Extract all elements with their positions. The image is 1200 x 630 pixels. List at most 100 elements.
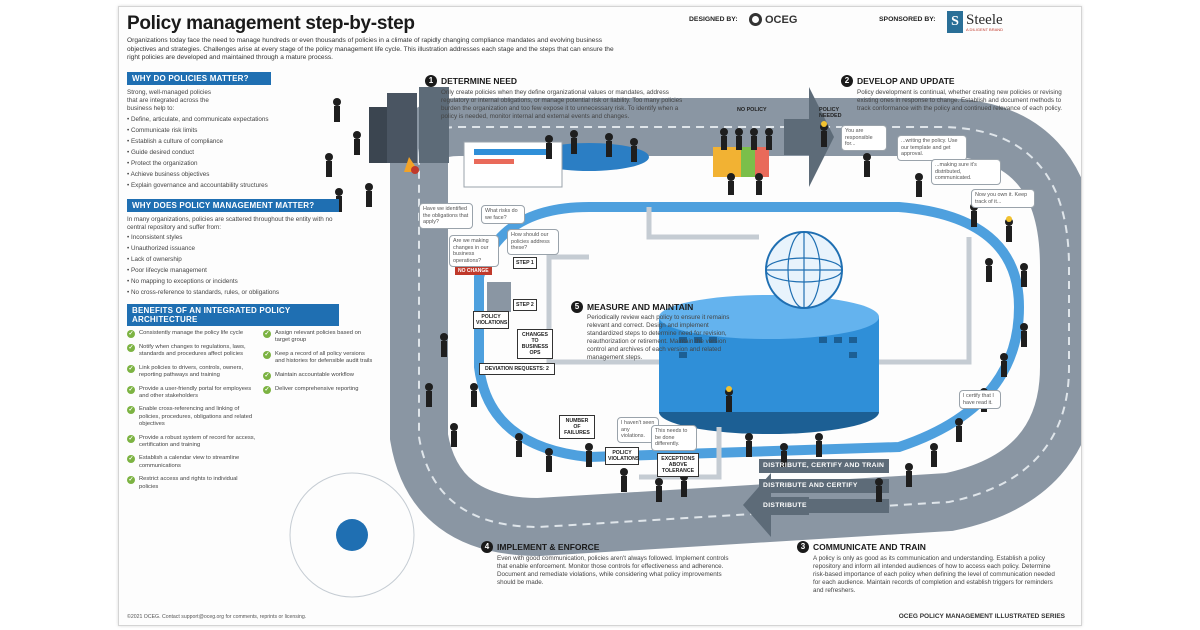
benefits-grid: ✓Consistently manage the policy life cyc… [127, 330, 372, 497]
benefit-text: Link policies to drivers, controls, owne… [139, 364, 244, 379]
page-title: Policy management step-by-step [127, 13, 415, 34]
lane-2 [759, 479, 889, 493]
lane-1 [759, 459, 889, 473]
step-2-title: DEVELOP AND UPDATE [857, 76, 955, 86]
why-policies-intro: Strong, well-managed policies that are i… [127, 89, 212, 113]
architecture-wheel [289, 472, 415, 598]
step-3-text: A policy is only as good as its communic… [813, 555, 1055, 595]
benefit-text: Maintain accountable workflow [275, 371, 354, 378]
no-change-tag: NO CHANGE [455, 267, 492, 275]
benefit-item: ✓Assign relevant policies based on targe… [263, 330, 373, 345]
changes-business-ops-sign: CHANGES TO BUSINESS OPS [517, 329, 553, 359]
why-management-item: Lack of ownership [127, 256, 339, 263]
why-policies-item: Guide desired conduct [127, 149, 339, 156]
benefit-text: Assign relevant policies based on target… [275, 330, 362, 344]
benefit-item: ✓ Provide a robust system of record for a… [127, 434, 257, 450]
oceg-wordmark: OCEG [765, 13, 798, 26]
footer-series: OCEG POLICY MANAGEMENT ILLUSTRATED SERIE… [898, 613, 1065, 620]
benefit-text: Establish a calendar view to streamline … [139, 455, 240, 469]
step-4-number: 4 [481, 541, 493, 553]
benefit-text: Provide a robust system of record for ac… [139, 434, 256, 449]
server-racks [369, 87, 449, 163]
hub-windows [679, 337, 857, 358]
check-icon: ✓ [127, 406, 135, 415]
step-4-text: Even with good communication, policies a… [497, 555, 729, 587]
exceptions-sign: EXCEPTIONS ABOVE TOLERANCE [657, 453, 699, 477]
bubble-distributed: ...making sure it's distributed, communi… [931, 159, 1001, 185]
bubble-own-it: Now you own it. Keep track of it... [971, 189, 1035, 209]
pipes [546, 207, 972, 480]
check-icon: ✓ [127, 385, 135, 394]
benefit-item: ✓ Deliver comprehensive reporting [263, 385, 373, 394]
check-icon: ✓ [263, 350, 271, 359]
step-3-title: COMMUNICATE AND TRAIN [813, 542, 926, 552]
why-management-item: No mapping to exceptions or incidents [127, 278, 339, 285]
benefit-text: Deliver comprehensive reporting [275, 385, 359, 392]
why-management-item: No cross-reference to standards, rules, … [127, 289, 339, 296]
benefit-item: ✓Enable cross-referencing and linking of… [127, 406, 257, 428]
server-stack [487, 282, 511, 312]
check-icon: ✓ [127, 476, 135, 485]
footer-copyright: ©2021 OCEG. Contact support@oceg.org for… [127, 614, 307, 620]
benefit-item: ✓Restrict access and rights to individua… [127, 476, 257, 491]
left-column: WHY DO POLICIES MATTER? Strong, well-man… [127, 72, 372, 497]
step-4-heading: 4 IMPLEMENT & ENFORCE [481, 541, 599, 553]
step-1-number: 1 [425, 75, 437, 87]
intro-paragraph: Organizations today face the need to man… [127, 37, 614, 62]
benefit-item: ✓ Provide a user-friendly portal for empl… [127, 385, 257, 401]
why-management-list: Inconsistent stylesUnauthorized issuance… [127, 234, 339, 296]
lane-label-distribute-certify-train: DISTRIBUTE, CERTIFY AND TRAIN [763, 462, 885, 469]
no-policy-tag: NO POLICY [737, 107, 767, 113]
step-5-title: MEASURE AND MAINTAIN [587, 302, 694, 312]
number-of-failures-sign: NUMBER OF FAILURES [559, 415, 595, 439]
lane-label-distribute: DISTRIBUTE [763, 502, 807, 509]
check-icon: ✓ [127, 434, 135, 443]
benefit-text: Keep a record of all policy versions and… [275, 350, 373, 365]
benefit-item: ✓Notify when changes to regulations, law… [127, 344, 257, 359]
why-policies-item: Protect the organization [127, 160, 339, 167]
check-icon: ✓ [127, 344, 135, 353]
step-4-title: IMPLEMENT & ENFORCE [497, 542, 600, 552]
why-policies-heading: WHY DO POLICIES MATTER? [127, 72, 271, 85]
check-icon: ✓ [127, 455, 135, 464]
check-icon: ✓ [263, 371, 271, 380]
lane-3 [759, 499, 889, 513]
step-3-number: 3 [797, 541, 809, 553]
designed-by-label: DESIGNED BY: [689, 16, 738, 23]
why-management-item: Unauthorized issuance [127, 245, 339, 252]
step-1-text: Only create policies when they define or… [441, 89, 683, 121]
road-markings [418, 126, 1070, 529]
benefit-text: Provide a user-friendly portal for emplo… [139, 385, 252, 400]
step-5-number: 5 [571, 301, 583, 313]
benefit-item: ✓ Keep a record of all policy versions an… [263, 350, 373, 366]
step-2-text: Policy development is continual, whether… [857, 89, 1062, 113]
infographic-sheet: Policy management step-by-step Organizat… [118, 6, 1082, 626]
policy-needed-tag: POLICY NEEDED [819, 107, 842, 120]
sponsored-by-label: SPONSORED BY: [879, 16, 936, 23]
why-management-heading: WHY DOES POLICY MANAGEMENT MATTER? [127, 198, 339, 212]
bubble-writing: ...writing the policy. Use our template … [897, 135, 967, 161]
bubble-identified: Have we identified the obligations that … [419, 203, 473, 229]
why-policies-item: Explain governance and accountability st… [127, 182, 339, 189]
bubble-risks: What risks do we face? [481, 205, 525, 225]
oceg-logo: OCEG [749, 13, 797, 26]
step-2-sign: STEP 2 [513, 299, 537, 311]
why-policies-item: Establish a culture of compliance [127, 138, 339, 145]
step-1-sign: STEP 1 [513, 257, 537, 269]
bubble-differently: This needs to be done differently. [651, 425, 697, 451]
step-5-heading: 5 MEASURE AND MAINTAIN [571, 301, 693, 313]
hard-hats [726, 121, 1012, 392]
benefits-column-1: ✓Consistently manage the policy life cyc… [127, 330, 257, 497]
steele-subtitle: A DILIGENT BRAND [966, 26, 1004, 32]
check-icon: ✓ [127, 364, 135, 373]
benefit-item: ✓ Link policies to drivers, controls, own… [127, 364, 257, 380]
steele-logo: S Steele A DILIGENT BRAND [947, 11, 1003, 33]
why-management-intro: In many organizations, policies are scat… [127, 215, 333, 231]
step-2-number: 2 [841, 75, 853, 87]
benefit-item: ✓Consistently manage the policy life cyc… [127, 330, 257, 339]
oceg-ring-icon [749, 13, 762, 26]
step-3-heading: 3 COMMUNICATE AND TRAIN [797, 541, 926, 553]
check-icon: ✓ [263, 385, 271, 394]
benefits-heading: BENEFITS OF AN INTEGRATED POLICY ARCHITE… [127, 304, 339, 327]
steele-s-icon: S [947, 11, 963, 33]
